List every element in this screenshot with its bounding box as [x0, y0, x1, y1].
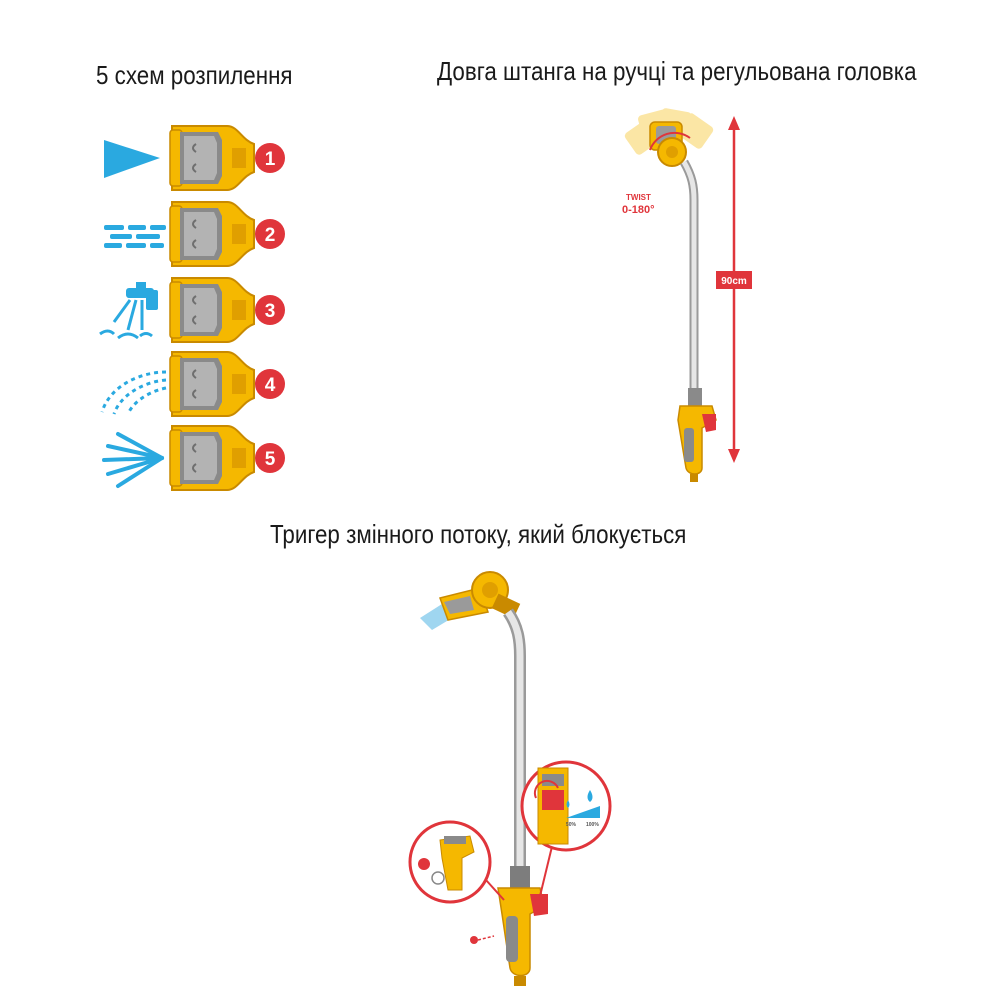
water-drop-small-icon — [566, 800, 570, 808]
lock-indicator-icon — [418, 858, 430, 870]
padlock-icon — [431, 871, 445, 885]
pattern-number: 5 — [265, 449, 276, 470]
spray-pattern-2: 2 — [104, 201, 285, 267]
spray-pattern-1: 1 — [104, 125, 285, 191]
length-label: 90cm — [721, 276, 747, 287]
flat-streams-icon — [104, 225, 166, 248]
flow-low-label: 50% — [566, 822, 577, 828]
water-drop-large-icon — [587, 790, 593, 802]
fan-spray-icon — [102, 432, 164, 488]
long-wand-heading: Довга штанга на ручці та регульована гол… — [437, 56, 917, 86]
trigger-illustration: 50% 100% — [408, 571, 612, 986]
spray-pattern-3: 3 — [99, 277, 285, 343]
twist-arrow-icon — [649, 131, 691, 151]
spray-pattern-4: 4 — [100, 351, 285, 417]
spray-patterns-heading: 5 схем розпилення — [96, 60, 293, 90]
flow-high-label: 100% — [586, 822, 599, 828]
mist-arc-icon — [100, 370, 167, 415]
pattern-number: 1 — [265, 149, 276, 170]
tap-shower-icon — [99, 282, 158, 340]
pattern-number: 4 — [265, 375, 276, 396]
jet-cone-icon — [104, 140, 160, 178]
pattern-number: 3 — [265, 301, 276, 322]
spray-pattern-5: 5 — [102, 425, 285, 491]
long-wand-illustration: TWIST 0-180° 90cm — [622, 108, 752, 482]
twist-range: 0-180° — [622, 204, 655, 216]
flow-level-icon — [566, 806, 600, 818]
pattern-number: 2 — [265, 225, 276, 246]
trigger-heading: Тригер змінного потоку, який блокується — [270, 519, 687, 549]
twist-label: TWIST — [626, 193, 651, 202]
